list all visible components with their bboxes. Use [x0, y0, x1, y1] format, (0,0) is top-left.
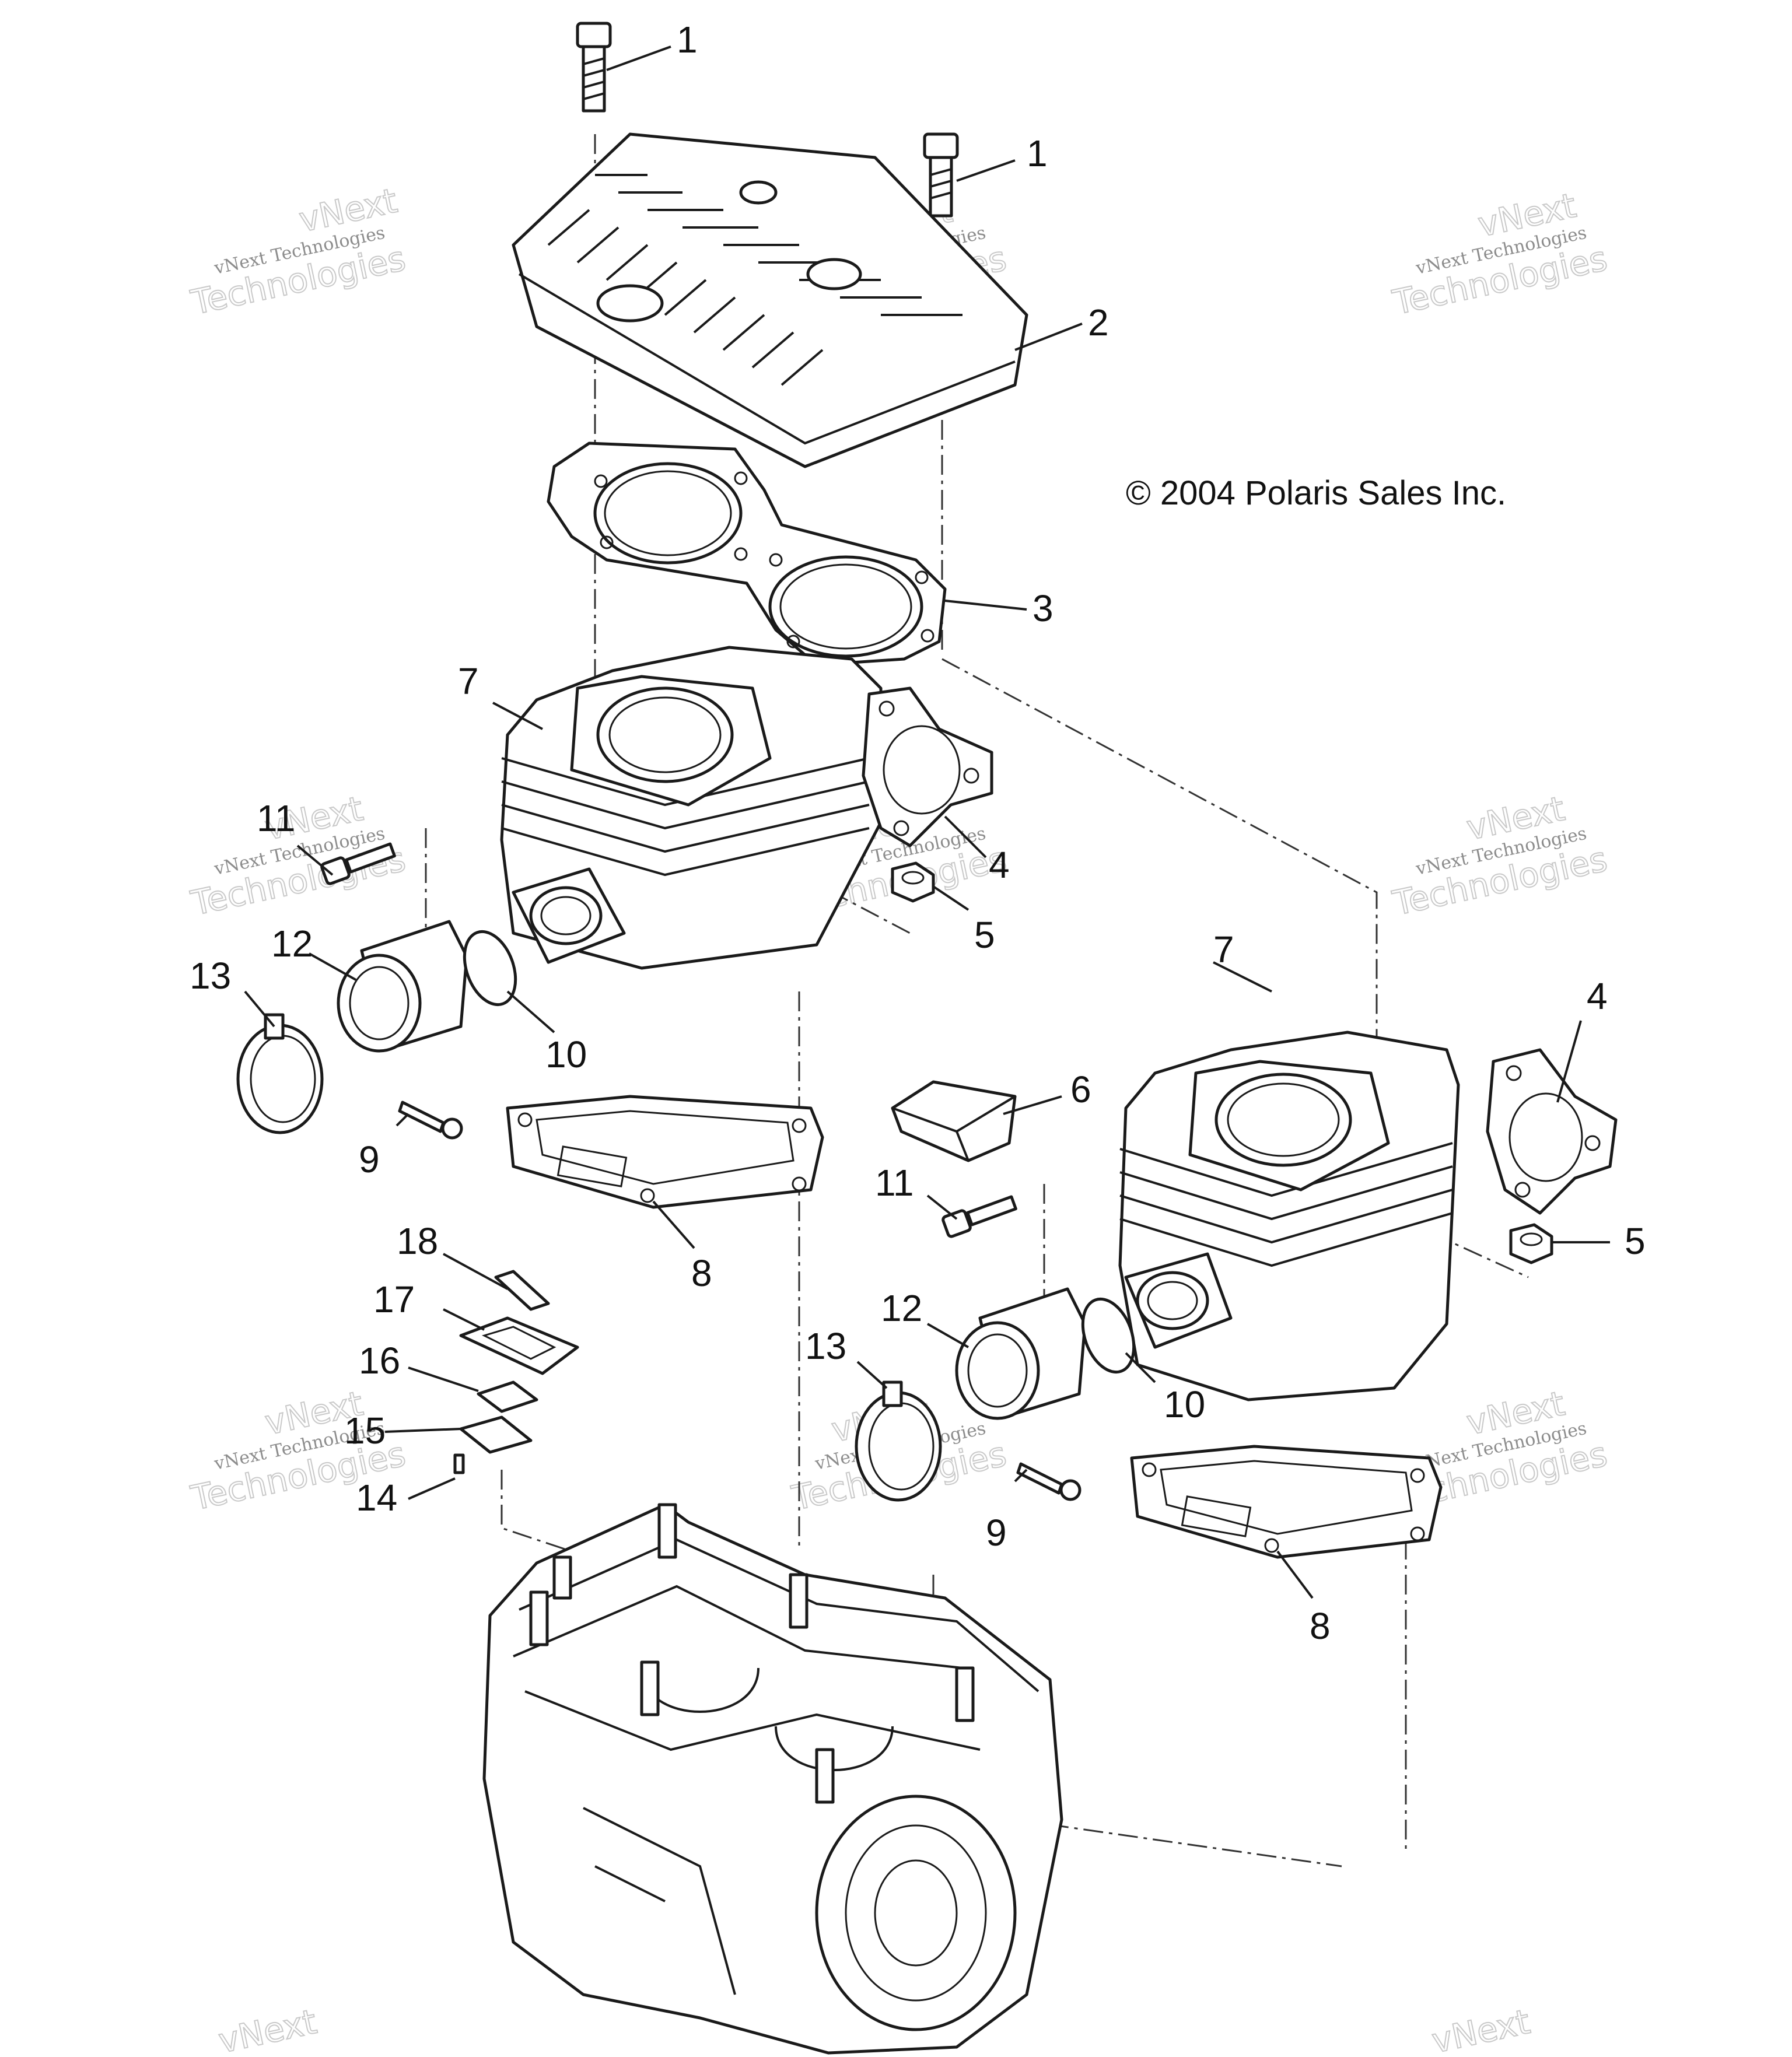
callout-12-left: 12 — [271, 923, 313, 965]
callout-9-right: 9 — [986, 1512, 1007, 1554]
svg-text:vNext: vNext — [215, 2002, 320, 2057]
hose-clamp-left — [236, 1013, 324, 1134]
clamp-screw-left — [398, 1101, 463, 1140]
callout-7-left: 7 — [458, 660, 479, 702]
cylinder-head-bolt-2 — [923, 132, 959, 218]
callout-16: 16 — [359, 1340, 400, 1382]
callout-10-right: 10 — [1164, 1383, 1205, 1425]
copyright-notice: © 2004 Polaris Sales Inc. — [1126, 474, 1506, 512]
exhaust-gasket-left — [862, 686, 993, 847]
reed-petal — [477, 1380, 538, 1413]
exhaust-nut-right — [1509, 1223, 1553, 1264]
callout-13-left: 13 — [190, 955, 231, 997]
cylinder-head-bolt-1 — [576, 22, 612, 113]
callout-14: 14 — [356, 1477, 397, 1519]
cylinder-head — [512, 132, 1028, 468]
reed-screw — [453, 1453, 465, 1474]
callout-5-left: 5 — [974, 914, 995, 956]
o-ring-left — [463, 930, 517, 1007]
exhaust-gasket-right — [1486, 1048, 1618, 1215]
clamp-screw-right — [1016, 1462, 1082, 1501]
callout-2: 2 — [1088, 302, 1109, 344]
callout-8-right: 8 — [1310, 1605, 1331, 1647]
callout-7-right: 7 — [1213, 928, 1234, 970]
callout-17: 17 — [373, 1278, 415, 1320]
svg-text:vNext: vNext — [1429, 2002, 1534, 2057]
watermark-top-right: vNext vNext Technologies Technologies — [1388, 185, 1611, 323]
callout-1-upper: 1 — [677, 19, 698, 61]
intake-boot-right — [955, 1287, 1087, 1420]
callout-8-left: 8 — [691, 1252, 712, 1294]
wedge-block — [891, 1080, 1017, 1162]
callout-10-left: 10 — [545, 1033, 587, 1075]
reed-spacer — [459, 1415, 533, 1454]
callout-18: 18 — [397, 1220, 438, 1262]
intake-bolt-right — [942, 1195, 1017, 1238]
intake-bolt-left — [320, 842, 396, 885]
reed-stop-plate — [494, 1270, 550, 1311]
cylinder-left — [500, 646, 883, 970]
callout-9-left: 9 — [359, 1138, 380, 1180]
callout-6: 6 — [1070, 1068, 1091, 1110]
leader-lines — [244, 45, 1610, 1599]
callout-3: 3 — [1032, 587, 1054, 629]
hose-clamp-right — [855, 1380, 942, 1502]
crankcase — [482, 1503, 1063, 2055]
callout-11-left: 11 — [257, 797, 295, 839]
callout-11-right: 11 — [875, 1162, 914, 1204]
intake-boot-left — [337, 920, 468, 1053]
callout-15: 15 — [344, 1410, 386, 1452]
base-gasket-left — [506, 1095, 824, 1209]
callout-13-right: 13 — [805, 1325, 846, 1367]
callout-5-right: 5 — [1625, 1220, 1646, 1262]
watermark-top-left: vNext vNext Technologies Technologies — [187, 180, 410, 323]
exhaust-nut-left — [891, 861, 935, 903]
cylinder-right — [1118, 1031, 1460, 1401]
watermark-mid-right: vNext vNext Technologies Technologies — [1388, 788, 1611, 924]
base-gasket-right — [1130, 1445, 1443, 1559]
callout-12-right: 12 — [881, 1287, 922, 1329]
o-ring-right — [1081, 1297, 1136, 1374]
head-gasket — [547, 441, 947, 667]
callout-1-lower: 1 — [1027, 132, 1048, 174]
callout-4-left: 4 — [989, 844, 1010, 886]
callout-labels: 1 1 2 3 7 4 11 5 12 13 10 9 8 7 4 6 11 5… — [190, 19, 1646, 1647]
reed-valve-cage — [459, 1316, 579, 1375]
callout-4-right: 4 — [1587, 975, 1608, 1017]
